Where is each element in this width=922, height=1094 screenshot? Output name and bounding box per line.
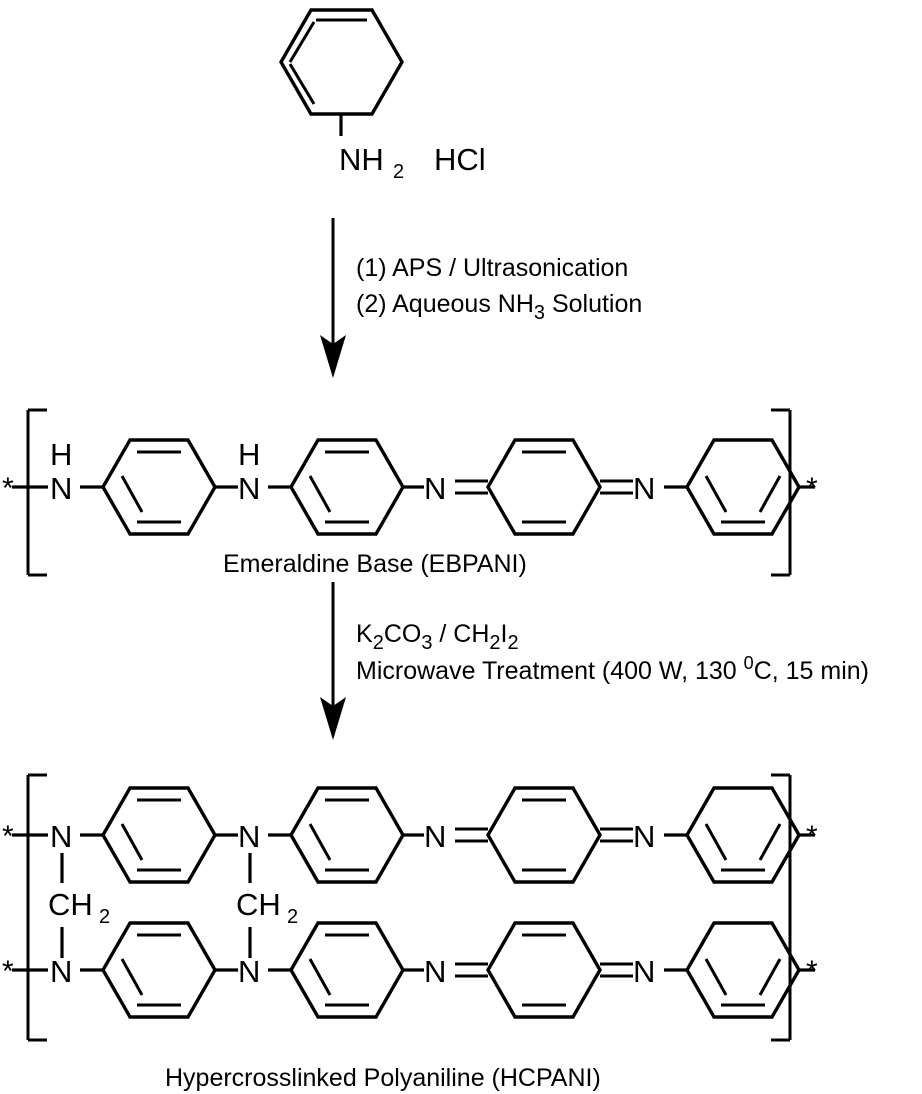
aniline-amine-subscript: 2 <box>393 161 404 183</box>
step-2-line-2-pre: Microwave Treatment (400 W, 130 <box>356 657 744 685</box>
hcpani-bottom-imine-nitrogen-1: N <box>424 954 446 989</box>
hcpani-top-benzenoid-ring-2 <box>289 786 405 884</box>
step-2-k-subscript: 2 <box>373 632 384 654</box>
ebpani-benzenoid-ring-2 <box>289 438 405 536</box>
aniline-ring-double-bond-upper-left <box>288 21 316 63</box>
ebpani-nh1-hydrogen: H <box>50 437 72 472</box>
hcpani-top-benzenoid-ring-3 <box>685 786 801 884</box>
hcpani-terminal-star-bottom-left: * <box>2 955 14 988</box>
ebpani-terminal-star-right: * <box>806 472 818 505</box>
hcpani-chain-bottom: * N N N <box>2 921 818 1019</box>
ebpani-right-bracket <box>771 408 792 577</box>
step-2-iodine: I <box>501 620 508 648</box>
step-2-ch-subscript: 2 <box>489 632 500 654</box>
arrow-1-head <box>320 335 346 378</box>
step-1-line-2-subscript: 3 <box>534 302 545 324</box>
ebpani-nh1-nitrogen: N <box>50 471 72 506</box>
ebpani-nh2-hydrogen: H <box>238 437 260 472</box>
aniline-benzene-ring <box>279 8 404 116</box>
hcpani-bottom-nitrogen-2: N <box>238 954 260 989</box>
step-2-separator: / CH <box>432 620 489 648</box>
bridge-1-methylene-subscript: 2 <box>99 906 110 928</box>
step-1-line-2-post: Solution <box>545 290 642 318</box>
step-1-line-2-pre: (2) Aqueous NH <box>356 290 534 318</box>
aniline-amine-label: NH <box>339 142 384 177</box>
hcpani-bottom-benzenoid-ring-1 <box>101 921 217 1019</box>
step-1-line-1: (1) APS / Ultrasonication <box>356 254 628 282</box>
hcpani-terminal-star-bottom-right: * <box>806 955 818 988</box>
step-2-line-2: Microwave Treatment (400 W, 130 0C, 15 m… <box>356 653 869 685</box>
hcpani-terminal-star-top-right: * <box>806 820 818 853</box>
step-2-degree-superscript: 0 <box>744 653 754 673</box>
ebpani-left-bracket <box>26 408 47 577</box>
ebpani-terminal-star-left: * <box>2 472 14 505</box>
product-hcpani-structure: * N N N <box>2 773 818 1092</box>
step-2-co-subscript: 3 <box>421 632 432 654</box>
step-2-co: CO <box>384 620 422 648</box>
hcpani-top-benzenoid-ring-1 <box>101 786 217 884</box>
step-2-line-2-post: C, 15 min) <box>754 657 869 685</box>
ebpani-nh2-nitrogen: N <box>238 471 260 506</box>
hcpani-bottom-imine-nitrogen-2: N <box>633 954 655 989</box>
step-2-iodine-subscript: 2 <box>507 632 518 654</box>
hcpani-top-imine-nitrogen-1: N <box>424 819 446 854</box>
reaction-arrow-2 <box>320 582 346 740</box>
hcpani-terminal-star-top-left: * <box>2 820 14 853</box>
step-1-line-2: (2) Aqueous NH3 Solution <box>356 290 642 324</box>
hcpani-bottom-benzenoid-ring-2 <box>289 921 405 1019</box>
ebpani-benzenoid-ring-1 <box>101 438 217 536</box>
ebpani-imine-nitrogen-2: N <box>633 471 655 506</box>
hcpani-crosslink-bridge-1: CH 2 <box>48 853 110 958</box>
hcpani-left-bracket <box>26 773 47 1042</box>
step-2-line-1: K2CO3 / CH2I2 <box>356 620 519 654</box>
ebpani-quinoid-ring <box>486 438 602 536</box>
bridge-2-methylene-subscript: 2 <box>287 906 298 928</box>
ebpani-caption: Emeraldine Base (EBPANI) <box>223 550 527 578</box>
step-2-conditions: K2CO3 / CH2I2 Microwave Treatment (400 W… <box>356 620 869 685</box>
hcpani-top-nitrogen-1: N <box>50 819 72 854</box>
hcpani-chain-top: * N N N <box>2 786 818 884</box>
hcpani-top-quinoid-ring <box>486 786 602 884</box>
hcpani-caption: Hypercrosslinked Polyaniline (HCPANI) <box>165 1064 601 1092</box>
hcpani-top-imine-nitrogen-2: N <box>633 819 655 854</box>
product-emeraldine-base-structure: * H N H N N <box>2 408 818 578</box>
arrow-2-head <box>320 697 346 740</box>
hcpani-crosslink-bridge-2: CH 2 <box>236 853 298 958</box>
aniline-ring-double-bond-lower-left <box>288 63 316 105</box>
hcpani-bottom-benzenoid-ring-3 <box>685 921 801 1019</box>
bridge-2-methylene-label: CH <box>236 887 281 922</box>
hydrochloric-acid-label: HCl <box>434 142 486 177</box>
hcpani-top-nitrogen-2: N <box>238 819 260 854</box>
ebpani-benzenoid-ring-3 <box>685 438 801 536</box>
step-1-conditions: (1) APS / Ultrasonication (2) Aqueous NH… <box>356 254 642 324</box>
hcpani-bottom-nitrogen-1: N <box>50 954 72 989</box>
reaction-arrow-1 <box>320 218 346 378</box>
step-2-k: K <box>356 620 373 648</box>
hcpani-bottom-quinoid-ring <box>486 921 602 1019</box>
bridge-1-methylene-label: CH <box>48 887 93 922</box>
reactant-aniline-structure: NH 2 HCl <box>279 8 486 183</box>
ebpani-imine-nitrogen-1: N <box>424 471 446 506</box>
